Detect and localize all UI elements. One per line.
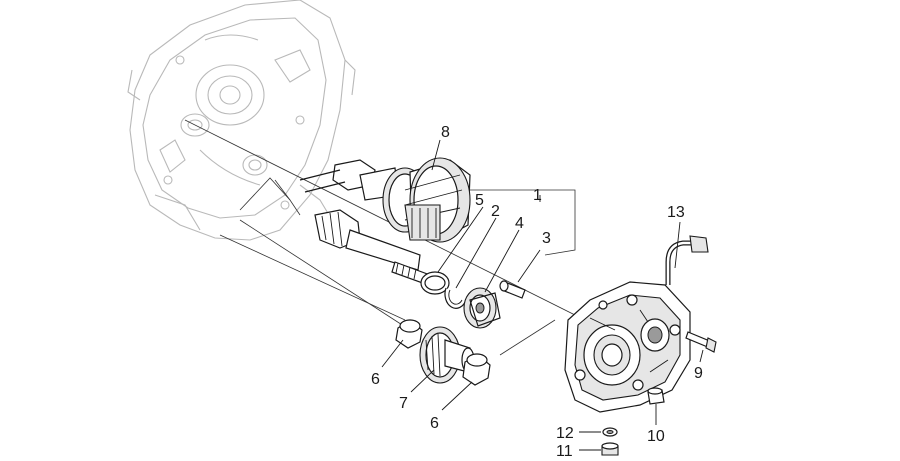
leader-lines [381, 139, 704, 451]
drain-plug [601, 442, 619, 456]
callout-labels: 1 2 3 4 5 6 7 6 8 9 10 11 12 13 [371, 124, 703, 460]
snap-ring [444, 287, 467, 309]
callout-9: 9 [694, 365, 703, 382]
callout-11: 11 [556, 443, 573, 460]
circlip-ring [420, 271, 450, 295]
callout-8: 8 [441, 124, 450, 141]
breather-hose [665, 235, 709, 285]
bearing [463, 287, 501, 329]
cover-bolt [685, 331, 717, 353]
crankcase-ghost [127, 0, 356, 241]
pinion-shaft [314, 209, 431, 286]
callout-2: 2 [491, 203, 500, 220]
callout-6-lower: 6 [430, 415, 439, 432]
callout-5: 5 [475, 192, 484, 209]
main-shaft-gear [299, 157, 471, 243]
callout-1: 1 [533, 187, 542, 204]
callout-4: 4 [515, 215, 524, 232]
callout-10: 10 [647, 428, 665, 445]
dowel-pin [499, 280, 526, 299]
gearbox-cover [564, 281, 691, 413]
callout-7: 7 [399, 395, 408, 412]
callout-6-upper: 6 [371, 371, 380, 388]
locating-pin [647, 387, 665, 405]
callout-3: 3 [542, 230, 551, 247]
bushing-lower [462, 353, 491, 386]
washer [602, 427, 618, 437]
callout-13: 13 [667, 204, 685, 221]
callout-12: 12 [556, 425, 574, 442]
